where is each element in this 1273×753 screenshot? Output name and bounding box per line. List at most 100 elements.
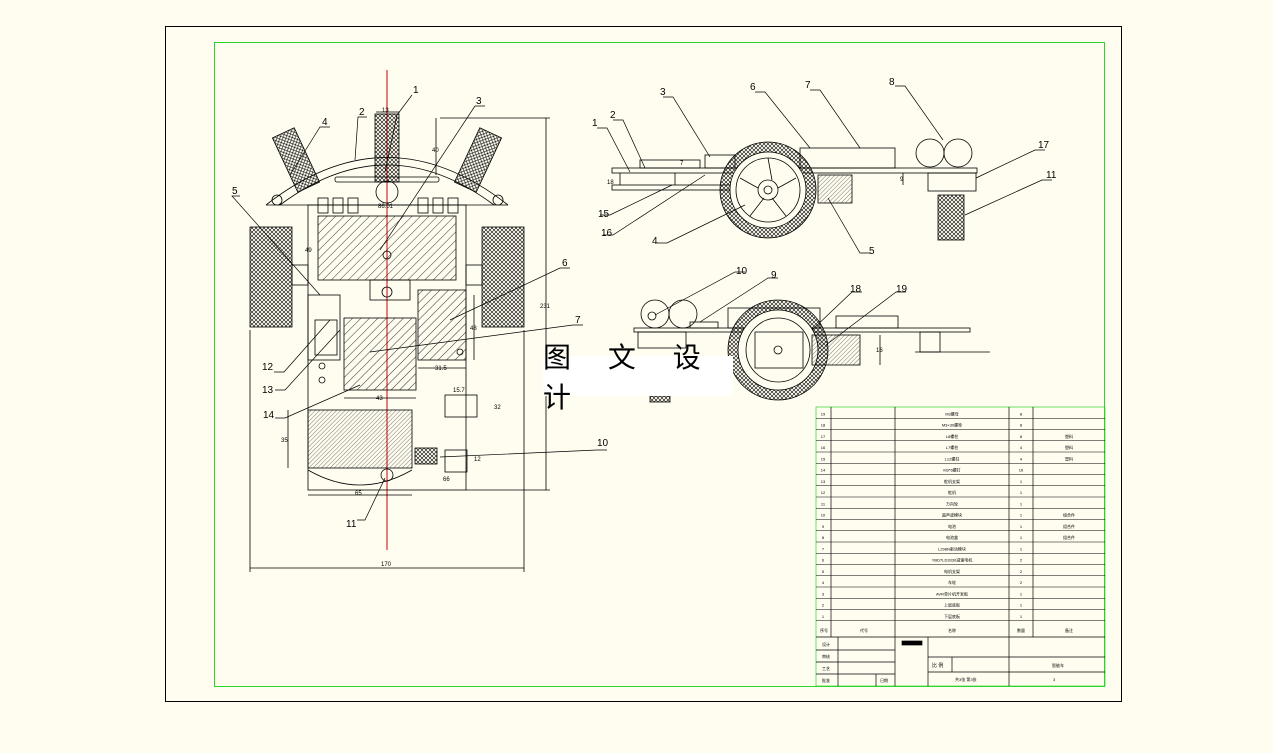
bom-part-qty: 1 <box>1020 501 1023 506</box>
dim-31-5: 31.5 <box>435 366 447 372</box>
bom-part-name: M3螺母 <box>945 410 959 416</box>
dim-front-16: 16 <box>876 348 883 354</box>
bom-part-number: 19 <box>821 411 826 416</box>
dim-side-9: 9 <box>900 177 904 183</box>
bom-part-number: 17 <box>821 434 826 439</box>
callout-top-11: 11 <box>346 519 357 530</box>
top-view-dimensions: 13 40 86.01 49 231 48 31.5 43 35 65 170 … <box>281 108 551 568</box>
bom-part-name: 万向轮 <box>946 500 958 506</box>
callout-side-6: 6 <box>750 82 756 93</box>
callout-front-19: 19 <box>896 284 908 295</box>
bom-part-number: 1 <box>822 614 825 619</box>
side-view-callouts <box>597 85 1052 254</box>
bom-part-name: M3*6螺钉 <box>943 467 960 473</box>
dim-40: 40 <box>432 148 439 154</box>
bom-part-qty: 1 <box>1020 535 1023 540</box>
bom-part-qty: 1 <box>1020 591 1023 596</box>
callout-top-2: 2 <box>359 107 365 118</box>
header-code: 代号 <box>860 627 868 633</box>
scale-label: 比 例 <box>932 662 943 669</box>
row-approve: 批准 <box>822 677 830 683</box>
bom-part-name: 舵机 <box>948 489 956 495</box>
dim-side-7: 7 <box>680 161 684 167</box>
row-review: 审核 <box>822 653 830 659</box>
bom-part-name: 电池 <box>948 523 956 529</box>
dim-66: 66 <box>443 477 450 483</box>
bom-part-qty: 8 <box>1020 423 1023 428</box>
sheet-label: 共3张 第3张 <box>955 676 977 682</box>
bom-part-number: 15 <box>821 456 826 461</box>
bom-part-name: 舵机支架 <box>944 478 960 484</box>
bom-part-qty: 1 <box>1020 479 1023 484</box>
callout-top-1: 1 <box>413 85 419 96</box>
callout-front-10: 10 <box>736 266 748 277</box>
bom-part-qty: 4 <box>1020 445 1023 450</box>
dim-15-7: 15.7 <box>453 388 465 394</box>
bom-part-qty: 2 <box>1020 558 1023 563</box>
inner-frame <box>214 42 1105 687</box>
bom-part-qty: 1 <box>1020 614 1023 619</box>
callout-front-9: 9 <box>771 270 777 281</box>
bom-part-qty: 8 <box>1020 411 1023 416</box>
callout-top-5: 5 <box>232 186 238 197</box>
bom-part-name: YBD7LD3330减速电机 <box>932 557 972 563</box>
watermark: 图 文 设 计 <box>543 341 733 414</box>
header-qty: 数量 <box>1017 627 1025 633</box>
top-view <box>249 70 550 572</box>
bom-part-qty: 1 <box>1020 524 1023 529</box>
side-view-dimensions: 18 7 9 <box>607 161 904 186</box>
bom-part-number: 12 <box>821 490 826 495</box>
callout-side-1: 1 <box>592 118 598 129</box>
callout-top-12: 12 <box>262 362 274 373</box>
callout-side-4: 4 <box>652 236 658 247</box>
top-view-callout-labels: 1 2 3 4 5 6 7 12 13 14 11 10 <box>232 85 609 530</box>
bom-part-name: M3×30螺栓 <box>942 422 962 428</box>
callout-side-5: 5 <box>869 246 875 257</box>
dim-side-18: 18 <box>607 180 614 186</box>
drawing-name: 智能车 <box>1052 662 1064 668</box>
front-view <box>633 299 990 403</box>
callout-side-7: 7 <box>805 80 811 91</box>
dim-43: 43 <box>376 396 383 402</box>
dim-32: 32 <box>494 405 501 411</box>
bom-part-number: 9 <box>822 524 825 529</box>
bom-part-name: L298N驱动模块 <box>938 545 966 551</box>
bom-part-name: AVR单片机开发板 <box>936 590 968 596</box>
side-view <box>611 138 978 241</box>
bom-part-number: 6 <box>822 558 825 563</box>
bom-part-qty: 2 <box>1020 580 1023 585</box>
dim-86: 86.01 <box>378 204 394 210</box>
bom-part-number: 13 <box>821 479 826 484</box>
bom-part-note: 组合件 <box>1063 512 1075 518</box>
bom-part-number: 2 <box>822 603 825 608</box>
bom-part-note: 组合件 <box>1063 534 1075 540</box>
dim-12: 12 <box>474 457 481 463</box>
dim-48: 48 <box>470 326 477 332</box>
bom-part-qty: 16 <box>1019 468 1024 473</box>
callout-top-14: 14 <box>263 410 275 421</box>
callout-top-10: 10 <box>597 438 609 449</box>
sheet-number: 3 <box>1053 677 1056 682</box>
callout-side-15: 15 <box>598 209 610 220</box>
header-name: 名称 <box>948 627 956 633</box>
dim-49: 49 <box>305 248 312 254</box>
bom-part-qty: 4 <box>1020 456 1023 461</box>
bom-part-note: 塑料 <box>1065 433 1073 439</box>
bom-part-qty: 1 <box>1020 603 1023 608</box>
callout-side-11: 11 <box>1046 170 1057 181</box>
outer-border <box>165 26 1122 702</box>
bom-part-name: 上层底板 <box>944 602 960 608</box>
bom-part-number: 7 <box>822 546 825 551</box>
bom-part-qty: 8 <box>1020 434 1023 439</box>
callout-top-4: 4 <box>322 117 328 128</box>
bom-part-name: L8螺柱 <box>946 433 958 439</box>
callout-top-7: 7 <box>575 315 581 326</box>
title-block <box>815 406 1106 687</box>
bom-part-number: 18 <box>821 423 826 428</box>
date-label: 日期 <box>880 677 888 683</box>
bom-part-number: 8 <box>822 535 825 540</box>
callout-top-6: 6 <box>562 258 568 269</box>
dim-13: 13 <box>382 108 389 114</box>
